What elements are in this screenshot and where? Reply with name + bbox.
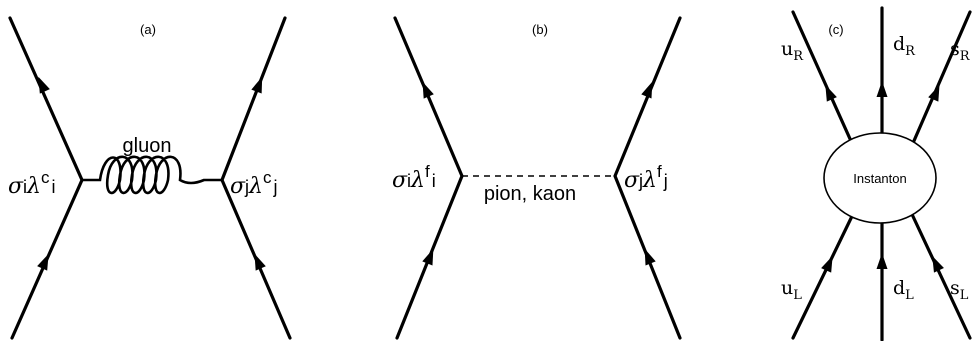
instanton-blob	[823, 132, 937, 224]
u-right-line	[791, 10, 857, 152]
d-left-arrow	[876, 253, 888, 269]
panel-b-right-fermion-line	[613, 16, 682, 340]
u-left-arrow	[821, 253, 838, 273]
gluon-coil	[82, 155, 222, 195]
panel-a-label: (a)	[140, 22, 156, 37]
s-left-label: sL	[950, 277, 969, 303]
panel-a-right-upper-arrow	[251, 74, 268, 94]
panel-b-right-lower-arrow	[639, 246, 656, 266]
panel-a-left-lower-arrow	[37, 251, 54, 271]
panel-b-left-lower-arrow	[422, 246, 439, 266]
instanton-label: Instanton	[853, 171, 907, 186]
panel-c: (c) Instanton uR dR sR uL dL sL	[781, 6, 972, 341]
s-right-line	[908, 10, 972, 152]
u-left-line	[791, 208, 857, 340]
panel-c-label: (c)	[828, 22, 843, 37]
s-right-label: sR	[950, 38, 971, 64]
d-right-arrow	[876, 81, 888, 97]
panel-b-left-upper-arrow	[417, 79, 434, 99]
gluon-label: gluon	[123, 135, 172, 157]
panel-a-right-lower-arrow	[249, 251, 266, 271]
u-right-arrow	[820, 82, 837, 102]
u-left-label: uL	[781, 277, 802, 303]
panel-b-label: (b)	[532, 22, 548, 37]
meson-exchange-label: pion, kaon	[484, 183, 576, 205]
d-left-label: dL	[893, 277, 914, 303]
u-right-label: uR	[781, 38, 804, 64]
s-left-line	[908, 208, 972, 340]
d-right-label: dR	[893, 33, 916, 59]
s-left-arrow	[927, 253, 944, 273]
